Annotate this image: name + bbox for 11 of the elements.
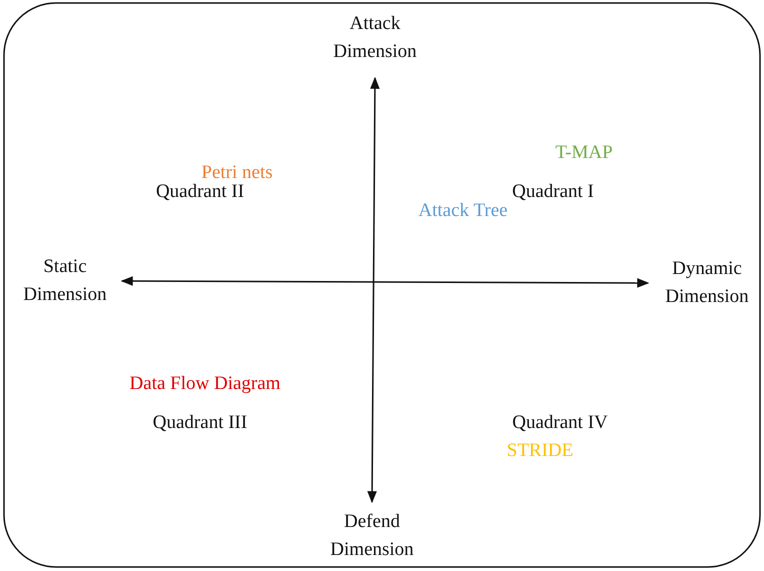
axis-label: Attack Dimension — [332, 12, 418, 64]
method-label: Attack Tree — [418, 199, 508, 223]
axis-label: Dynamic Dimension — [664, 257, 750, 309]
axis-label: Defend Dimension — [329, 510, 415, 562]
method-label: T-MAP — [555, 141, 613, 165]
method-label: Data Flow Diagram — [130, 372, 280, 396]
quadrant-label: Quadrant III — [152, 411, 248, 435]
quadrant-label: Quadrant IV — [512, 411, 608, 435]
quadrant-label: Quadrant I — [512, 180, 594, 204]
axis-label: Static Dimension — [22, 255, 108, 307]
method-label: STRIDE — [506, 439, 574, 463]
